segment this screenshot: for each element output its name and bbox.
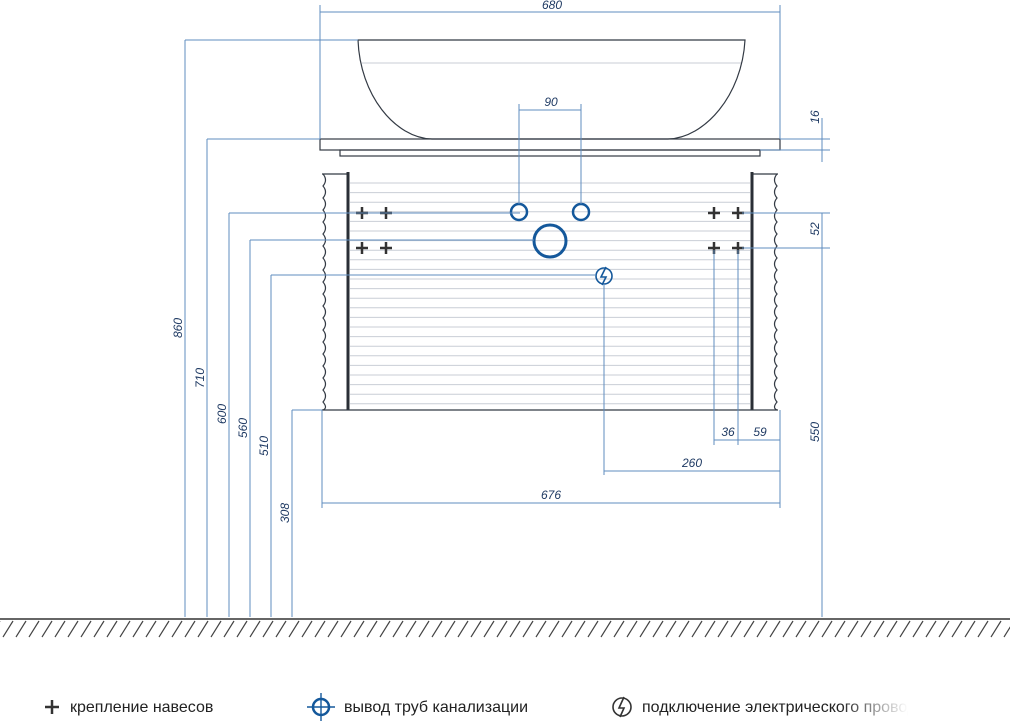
vessel-sink [357, 39, 746, 140]
lightning-icon [595, 266, 613, 286]
dim-pipe-spacing: 90 [544, 95, 558, 109]
dim-side-offset: 59 [753, 425, 767, 439]
dim-drain-height: 560 [236, 418, 250, 438]
dim-upper-mount-height: 600 [215, 404, 229, 424]
pipe-outlets [509, 202, 591, 259]
dim-countertop-height: 710 [193, 368, 207, 388]
dim-cabinet-width: 676 [541, 488, 561, 502]
dim-electric-height: 510 [257, 436, 271, 456]
plus-icon [380, 242, 392, 254]
dim-total-height: 860 [171, 318, 185, 338]
dim-countertop-thickness: 16 [808, 110, 822, 124]
plus-icon [356, 242, 368, 254]
legend-drain-label: вывод труб канализации [344, 699, 528, 716]
dim-right-mount-offset: 36 [721, 425, 735, 439]
countertop [319, 138, 781, 157]
dim-electric-offset: 260 [681, 456, 702, 470]
dim-mount-spacing: 52 [808, 222, 822, 236]
legend-mount-label: крепление навесов [70, 699, 213, 716]
legend: крепление навесов вывод труб канализации… [45, 693, 925, 721]
legend-fade [840, 690, 1010, 723]
dim-cabinet-bottom-height: 308 [278, 503, 292, 523]
dimension-labels: 680 90 16 52 860 710 600 560 510 308 36 … [171, 0, 822, 523]
cabinet [322, 172, 778, 411]
dim-total-width: 680 [542, 0, 562, 12]
floor [0, 618, 1010, 638]
drain-outlet-icon [532, 223, 568, 259]
legend-pipe-outlet-icon [307, 693, 335, 721]
plus-icon [708, 207, 720, 219]
dim-bottom-height: 550 [808, 422, 822, 442]
legend-plus-icon [45, 700, 59, 714]
legend-lightning-icon [612, 696, 632, 718]
dimension-lines [184, 5, 830, 617]
